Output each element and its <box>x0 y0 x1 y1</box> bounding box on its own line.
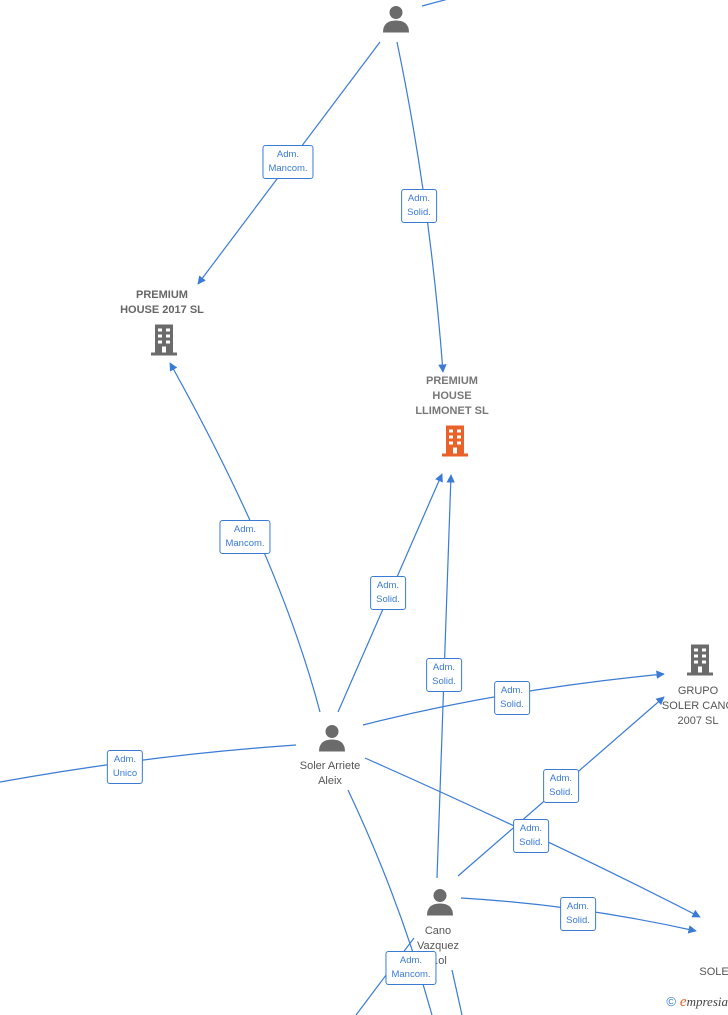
edge-label-line: Adm. <box>566 901 590 912</box>
edge-cano-down-right <box>451 969 463 1015</box>
edge-label-line: Adm. <box>233 524 257 535</box>
person-icon-top[interactable] <box>381 4 411 39</box>
brand-logo-text: mpresia <box>686 994 728 1009</box>
edge-label-adm-mancom[interactable]: Adm. Mancom. <box>385 951 437 985</box>
label-line: SOLER CANO <box>661 700 728 712</box>
edge-soler-to-left <box>0 744 297 783</box>
edge-label-line: Mancom. <box>391 969 431 980</box>
label-line: Cano <box>424 925 452 937</box>
building-icon-premium-2017[interactable] <box>149 323 179 362</box>
edge-label-adm-solid[interactable]: Adm. Solid. <box>401 189 437 223</box>
edge-label-line: Solid. <box>566 915 590 926</box>
label-line: GRUPO <box>677 685 719 697</box>
person-icon-cano-vazquez[interactable] <box>425 887 455 922</box>
label-line: Soler Arriete <box>299 760 361 772</box>
edge-label-line: Solid. <box>432 676 456 687</box>
edge-label-line: Adm. <box>113 754 137 765</box>
edge-label-adm-unico[interactable]: Adm. Unico <box>106 750 144 784</box>
edge-label-line: Adm. <box>407 193 431 204</box>
person-icon-soler-arriete[interactable] <box>317 723 347 758</box>
label-line: LLIMONET SL <box>415 405 489 417</box>
person-label-soler-arriete[interactable]: Soler Arriete Aleix <box>300 759 361 789</box>
edge-label-line: Adm. <box>376 580 400 591</box>
brand-footer[interactable]: ©empresia <box>666 994 728 1011</box>
label-line: Vazquez <box>417 940 459 952</box>
company-label-premium-2017[interactable]: PREMIUM HOUSE 2017 SL <box>120 288 204 318</box>
label-line: PREMIUM <box>426 375 478 387</box>
edge-label-line: Adm. <box>432 662 456 673</box>
edge-label-line: Adm. <box>276 149 300 160</box>
copyright-icon: © <box>666 994 676 1009</box>
edge-label-line: Solid. <box>519 837 543 848</box>
company-label-soler-bottom[interactable]: SOLER <box>699 965 728 980</box>
label-line: HOUSE 2017 SL <box>120 304 204 316</box>
edge-label-line: Solid. <box>500 699 524 710</box>
company-label-grupo-soler[interactable]: GRUPO SOLER CANO 2007 SL <box>662 684 728 729</box>
company-label-llimonet[interactable]: PREMIUM HOUSE LLIMONET SL <box>415 374 488 419</box>
edge-label-adm-solid[interactable]: Adm. Solid. <box>513 819 549 853</box>
building-icon-grupo-soler[interactable] <box>685 643 715 682</box>
edge-cano-down-left <box>355 937 415 1015</box>
edge-label-line: Unico <box>112 768 138 779</box>
edge-label-line: Solid. <box>549 787 573 798</box>
edge-label-adm-mancom[interactable]: Adm. Mancom. <box>219 520 271 554</box>
brand-logo-e: e <box>679 994 687 1010</box>
edge-label-adm-solid[interactable]: Adm. Solid. <box>426 658 462 692</box>
edge-label-adm-solid[interactable]: Adm. Solid. <box>494 681 530 715</box>
edge-label-line: Solid. <box>376 594 400 605</box>
label-line: Aleix <box>318 775 342 787</box>
edge-label-adm-solid[interactable]: Adm. Solid. <box>370 576 406 610</box>
label-line: 2007 SL <box>677 715 719 727</box>
edge-label-adm-mancom[interactable]: Adm. Mancom. <box>262 145 314 179</box>
label-line: SOLER <box>699 966 728 978</box>
edge-label-line: Solid. <box>407 207 431 218</box>
edge-label-adm-solid[interactable]: Adm. Solid. <box>543 769 579 803</box>
label-line: HOUSE <box>432 390 472 402</box>
edge-label-line: Mancom. <box>225 538 265 549</box>
edge-top-offscreen <box>421 0 447 7</box>
edge-label-line: Adm. <box>500 685 524 696</box>
edge-label-line: Adm. <box>399 955 423 966</box>
edge-label-line: Adm. <box>519 823 543 834</box>
building-icon-llimonet[interactable] <box>440 424 470 463</box>
label-line: PREMIUM <box>136 289 188 301</box>
edge-soler-down <box>347 789 433 1015</box>
edge-label-line: Mancom. <box>268 163 308 174</box>
edge-label-adm-solid[interactable]: Adm. Solid. <box>560 897 596 931</box>
edge-label-line: Adm. <box>549 773 573 784</box>
